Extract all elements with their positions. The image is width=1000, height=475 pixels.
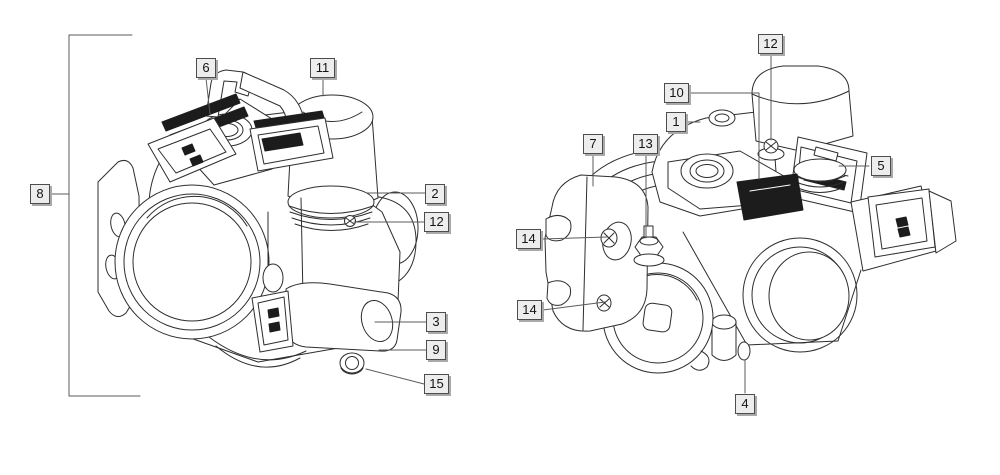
callout-2: 2 bbox=[425, 184, 445, 204]
left-connector bbox=[147, 93, 249, 183]
mounting-bracket bbox=[544, 174, 649, 332]
injector-connector bbox=[850, 185, 957, 272]
sensor-ring bbox=[287, 185, 375, 231]
callout-1: 1 bbox=[666, 112, 686, 132]
callout-10: 10 bbox=[664, 83, 689, 103]
body-details bbox=[208, 197, 307, 368]
callout-14-lower: 14 bbox=[517, 300, 542, 320]
sensor-screw bbox=[344, 215, 356, 227]
callout-9: 9 bbox=[426, 340, 446, 360]
callout-12-left: 12 bbox=[424, 212, 449, 232]
tps-connector bbox=[736, 173, 804, 221]
callout-12-right: 12 bbox=[758, 34, 783, 54]
callout-15: 15 bbox=[424, 374, 449, 394]
callout-5: 5 bbox=[871, 156, 891, 176]
leader-14-upper bbox=[541, 236, 608, 240]
throttle-bore bbox=[114, 184, 270, 340]
leader-lines bbox=[50, 34, 870, 397]
callout-8: 8 bbox=[30, 184, 50, 204]
hex-nut bbox=[633, 225, 665, 267]
right-view-drawing bbox=[544, 65, 957, 374]
leader-15 bbox=[365, 368, 425, 385]
callout-14-upper: 14 bbox=[516, 229, 541, 249]
bracket-screws bbox=[596, 228, 618, 312]
leader-10 bbox=[689, 92, 760, 180]
callout-11: 11 bbox=[310, 58, 335, 78]
callout-7: 7 bbox=[583, 134, 603, 154]
idle-motor-right bbox=[751, 65, 868, 214]
callout-6: 6 bbox=[196, 58, 216, 78]
map-sensor bbox=[251, 282, 402, 353]
left-view-drawing bbox=[97, 69, 419, 375]
callout-13: 13 bbox=[633, 134, 658, 154]
bottom-bolt bbox=[339, 352, 365, 375]
motor-drum bbox=[742, 237, 858, 353]
ribbed-ring bbox=[793, 158, 847, 193]
callout-4: 4 bbox=[735, 394, 755, 414]
callout-3: 3 bbox=[426, 312, 446, 332]
bracket-8-extent bbox=[50, 34, 141, 397]
center-connector bbox=[249, 110, 334, 172]
leader-14-lower bbox=[542, 301, 606, 311]
leader-6 bbox=[205, 77, 211, 115]
bottom-flange bbox=[682, 231, 862, 361]
